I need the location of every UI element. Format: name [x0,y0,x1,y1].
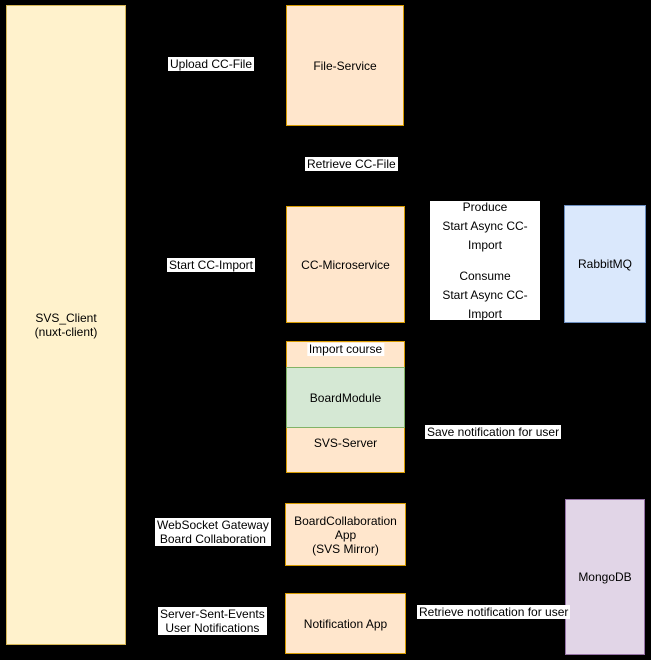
node-board-collaboration-app: BoardCollaboration App (SVS Mirror) [285,503,406,566]
node-rabbitmq: RabbitMQ [564,205,646,323]
svs-server-label: SVS-Server [313,435,378,450]
retrieve-cc-file-label: Retrieve CC-File [305,157,398,171]
retrieve-notification-label: Retrieve notification for user [417,605,571,619]
produce-label: Produce Start Async CC-Import [430,198,540,255]
produce-title: Produce [462,199,508,214]
start-cc-import-label: Start CC-Import [167,258,256,272]
node-notification-app: Notification App [285,593,406,654]
node-mongodb: MongoDB [565,499,645,655]
produce-detail: Start Async CC-Import [442,218,528,252]
node-board-module: BoardModule [286,367,405,428]
consume-label: Consume Start Async CC-Import [430,267,540,324]
produce-consume-label-block: Produce Start Async CC-Import Consume St… [430,198,540,321]
node-file-service: File-Service [286,5,404,126]
websocket-gateway-label: WebSocket Gateway Board Collaboration [155,518,271,546]
save-notification-label: Save notification for user [425,425,562,439]
server-sent-events-label: Server-Sent-Events User Notifications [158,607,267,635]
consume-title: Consume [459,268,511,283]
import-course-label: Import course [306,342,385,356]
node-cc-microservice: CC-Microservice [286,206,405,323]
consume-detail: Start Async CC-Import [442,287,528,321]
node-svs-server: Import course BoardModule SVS-Server [286,341,405,473]
node-svs-client: SVS_Client (nuxt-client) [6,5,126,645]
upload-cc-file-label: Upload CC-File [168,57,255,71]
